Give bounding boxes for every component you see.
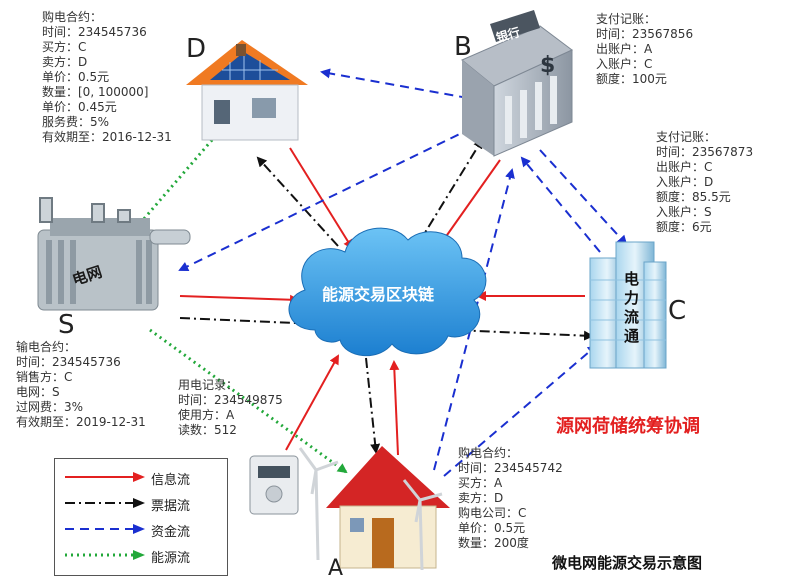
info-line: 时间：23567856	[596, 27, 694, 41]
info-line: 销售方：C	[16, 370, 73, 384]
info-line: 支付记账：	[596, 12, 657, 26]
info-line: 时间：234545736	[16, 355, 121, 369]
info-line: 卖方：D	[42, 55, 88, 69]
info-line: 有效期至：2019-12-31	[16, 415, 146, 429]
info-line: 有效期至：2016-12-31	[42, 130, 172, 144]
electric-meter-icon	[249, 455, 299, 515]
bill-arrow-chain-to-d	[256, 156, 339, 247]
info-line: 买方：C	[42, 40, 87, 54]
info-line: 卖方：D	[458, 491, 504, 505]
info-line: 入账户：S	[656, 205, 712, 219]
legend-label: 能源流	[151, 551, 191, 566]
fund-arrow-b-to-c	[539, 149, 628, 246]
info-line: 过网费：3%	[16, 400, 84, 414]
bank-sign-label: 银行	[494, 24, 521, 45]
info-line: 数量：[0, 100000]	[42, 85, 149, 99]
legend-item-bill: 票据流	[63, 493, 223, 514]
info-line: 使用方：A	[178, 408, 235, 422]
info-line: 出账户：A	[596, 42, 653, 56]
info-line: 单价：0.5元	[42, 70, 110, 84]
node-label-s: S	[58, 310, 75, 340]
coordination-title: 源网荷储统筹协调	[556, 416, 700, 437]
company-label: 电力流通	[624, 270, 640, 345]
info-arrow-b-to-chain	[438, 159, 501, 247]
info-line: 用电记录：	[178, 378, 239, 392]
bank-building-icon: $	[461, 10, 573, 157]
info-line: 时间：234545742	[458, 461, 563, 475]
info-line: 购电合约：	[458, 446, 519, 460]
info-line: 入账户：D	[656, 175, 714, 189]
info-arrow-a-to-chain	[389, 360, 400, 456]
fund-arrow-a-to-c	[443, 344, 598, 477]
info-line: 支付记账：	[656, 130, 717, 144]
svg-text:$: $	[540, 53, 555, 78]
info-line: 额度：85.5元	[656, 190, 731, 204]
solar-house-icon	[186, 40, 308, 141]
fund-arrow-b-to-s	[178, 127, 473, 271]
info-line: 时间：23567873	[656, 145, 754, 159]
bill-arrow-chain-to-b	[417, 138, 484, 245]
bill-arrow-chain-to-a	[365, 357, 381, 454]
info-arrow-d-to-chain	[289, 147, 354, 250]
info-line: 时间：234545736	[42, 25, 147, 39]
info-arrow-s-to-chain	[179, 294, 300, 305]
fund-arrow-b-to-d	[320, 68, 469, 99]
legend-item-fund: 资金流	[63, 519, 223, 540]
info-line: 数量：200度	[458, 536, 529, 550]
legend-label: 信息流	[151, 473, 191, 488]
legend-label: 资金流	[151, 525, 191, 540]
flow-arrows	[134, 68, 628, 477]
fund-arrow-c-to-b	[520, 156, 601, 253]
legend-label: 票据流	[151, 499, 191, 514]
info-line: 额度：6元	[656, 220, 712, 234]
node-label-d: D	[186, 34, 207, 64]
legend-item-energy: 能源流	[63, 545, 223, 566]
info-line: 出账户：C	[656, 160, 713, 174]
info-line: 购电公司：C	[458, 506, 527, 520]
info-line: 购电合约：	[42, 10, 103, 24]
info-line: 单价：0.45元	[42, 100, 117, 114]
legend: 信息流 票据流 资金流 能源流	[54, 458, 228, 576]
energy-arrow-s-to-a	[149, 328, 348, 474]
legend-item-info: 信息流	[63, 467, 223, 488]
node-label-c: C	[668, 296, 687, 326]
info-line: 时间：234549875	[178, 393, 283, 407]
info-line: 读数：512	[178, 423, 237, 437]
info-line: 额度：100元	[596, 72, 667, 86]
blockchain-cloud-icon	[288, 227, 487, 357]
transformer-icon	[37, 197, 191, 311]
info-arrow-meter-to-chain	[285, 354, 339, 451]
info-line: 电网：S	[16, 385, 60, 399]
energy-arrow-d-to-s	[134, 139, 214, 230]
info-line: 入账户：C	[596, 57, 653, 71]
power-company-towers-icon	[589, 241, 667, 369]
node-label-a: A	[328, 556, 344, 581]
info-line: 单价：0.5元	[458, 521, 526, 535]
wind-turbine-icon	[298, 447, 443, 571]
diagram-caption: 微电网能源交易示意图	[552, 554, 703, 572]
info-line: 服务费：5%	[42, 115, 110, 129]
info-line: 输电合约：	[16, 340, 77, 354]
info-line: 买方：A	[458, 476, 503, 490]
blockchain-label: 能源交易区块链	[322, 285, 435, 304]
consumer-house-icon	[326, 446, 450, 569]
node-label-b: B	[454, 32, 472, 62]
